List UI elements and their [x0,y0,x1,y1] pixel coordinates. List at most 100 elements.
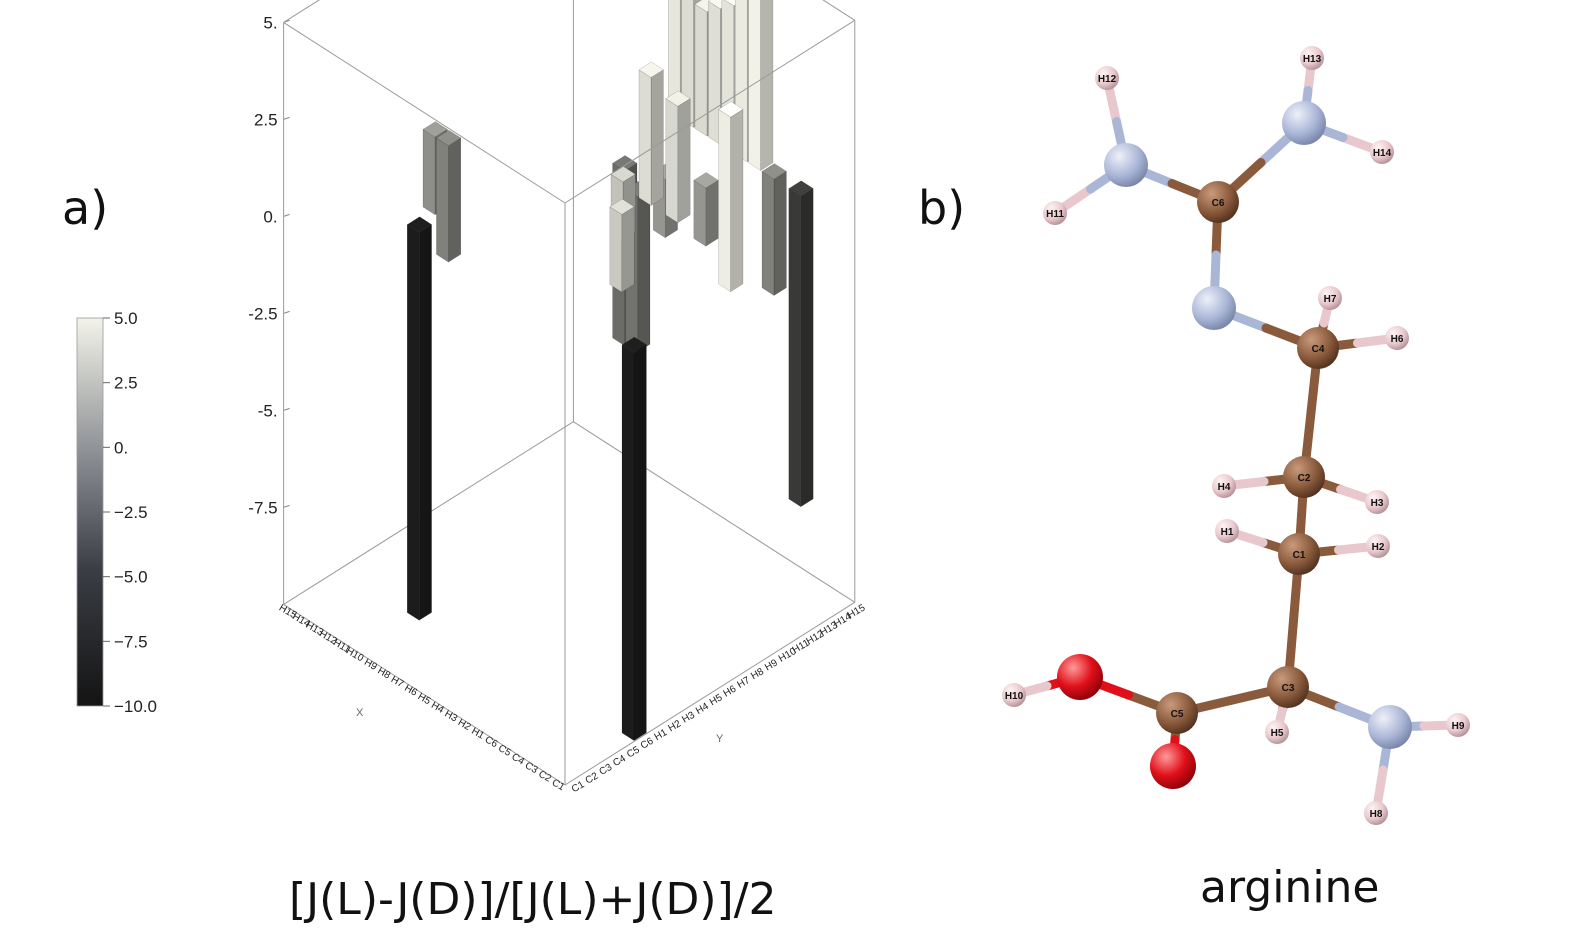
molecule-caption: arginine [1200,862,1380,913]
x-tick-label: H1 [469,726,486,742]
frame-edge [573,421,856,603]
atom-label: C2 [1298,473,1311,484]
bar-face [435,129,462,146]
atom-sphere [1267,666,1309,708]
bar-face [677,98,691,224]
y-tick-label: H15 [846,602,868,621]
colorbar-tick-label: −7.5 [114,632,148,651]
atom-C2: C2 [1283,456,1325,498]
bar-face [436,137,449,263]
atom-sphere [1364,801,1388,825]
colorbar-tick-label: 5.0 [114,309,138,328]
bar-face [633,344,647,742]
colorbar-tick-label: 0. [114,438,128,457]
bar-face [761,163,787,180]
bar-face [638,69,652,206]
bar-C1-C6 [621,336,647,742]
atom-label: C1 [1293,550,1306,561]
bar-face [637,188,651,353]
chart-caption: [J(L)-J(D)]/[J(L)+J(D)]/2 [289,874,777,925]
atom-sphere [1156,692,1198,734]
y-tick-label: H7 [736,675,753,691]
colorbar-tick-label: −5.0 [114,568,148,587]
atom-sphere [1365,490,1389,514]
y-tick-label: H4 [694,701,711,717]
bar-face [730,108,744,293]
atom-label: C5 [1171,709,1184,720]
x-tick-label: H8 [376,666,393,682]
bar-face [705,179,719,247]
colorbar: 5.02.50.−2.5−5.0−7.5−10.0 [76,309,157,716]
atom-label: H4 [1218,482,1231,493]
y-tick-label: H1 [653,727,670,743]
x-axis-title: X [356,707,364,719]
bar-face [788,188,802,508]
atom-sphere [1057,654,1103,700]
atom-sphere [1104,143,1148,187]
bar-face [760,0,774,171]
atom-H6: H6 [1385,326,1409,350]
atom-sphere [1366,534,1390,558]
y-tick-label: C6 [639,736,656,752]
atom-sphere [1370,140,1394,164]
bar-face [693,179,707,247]
atom-Na [1104,143,1148,187]
z-tick-label: -5. [258,401,278,420]
bar-face [406,224,420,621]
atom-label: C6 [1212,198,1225,209]
chart-frame-front [283,0,856,786]
bar-H10-C5 [406,216,433,621]
y-tick-label: C3 [598,762,615,778]
atom-sphere [1215,519,1239,543]
atom-sphere [1282,101,1326,145]
atom-sphere [1446,713,1470,737]
bar-face [718,101,744,118]
x-axis-ticks: C1C2C3C4C5C6H1H2H3H4H5H6H7H8H9H10H11H12H… [277,603,567,794]
atom-H9: H9 [1446,713,1470,737]
atom-H7: H7 [1318,286,1342,310]
atom-sphere [1043,201,1067,225]
y-tick-label: H9 [763,657,780,673]
panel-b-label: b) [918,181,965,235]
bar-face [773,170,787,296]
atom-label: H11 [1046,209,1064,220]
atom-Oa [1057,654,1103,700]
atom-sphere [1278,533,1320,575]
bar-face [422,121,448,138]
atom-H8: H8 [1364,801,1388,825]
y-tick-label: H5 [708,692,725,708]
atom-Ob [1150,743,1196,789]
z-tick-mark [283,310,290,314]
bar-face [650,69,664,206]
atom-H1: H1 [1215,519,1239,543]
bar-C5-H3 [609,198,635,293]
bar-face [638,61,664,78]
frame-edge [283,0,321,23]
atom-label: H14 [1373,148,1392,159]
z-tick-mark [283,504,290,508]
y-tick-label: C2 [584,770,601,786]
y-tick-label: H2 [667,718,684,734]
atom-sphere [1192,286,1236,330]
atom-sphere [1318,286,1342,310]
frame-edge [564,19,856,204]
x-tick-label: C5 [496,743,513,759]
z-tick-label: -2.5 [248,304,277,323]
bar-H14-H5 [435,129,462,263]
bar-face [788,180,814,197]
bar-face [612,155,638,172]
atom-C3: C3 [1267,666,1309,708]
x-tick-label: C2 [536,769,553,785]
bar-H2-H12 [693,172,719,247]
atom-sphere [1297,327,1339,369]
z-tick-mark [283,116,290,120]
atom-C6: C6 [1197,181,1239,223]
atom-H12: H12 [1095,66,1119,90]
atom-Nd [1368,705,1412,749]
y-tick-label: H6 [722,683,739,699]
x-tick-label: C6 [483,734,500,750]
bar-face [621,206,635,293]
frame-edge [283,21,566,204]
atom-sphere [1385,326,1409,350]
bar-face [621,336,647,353]
